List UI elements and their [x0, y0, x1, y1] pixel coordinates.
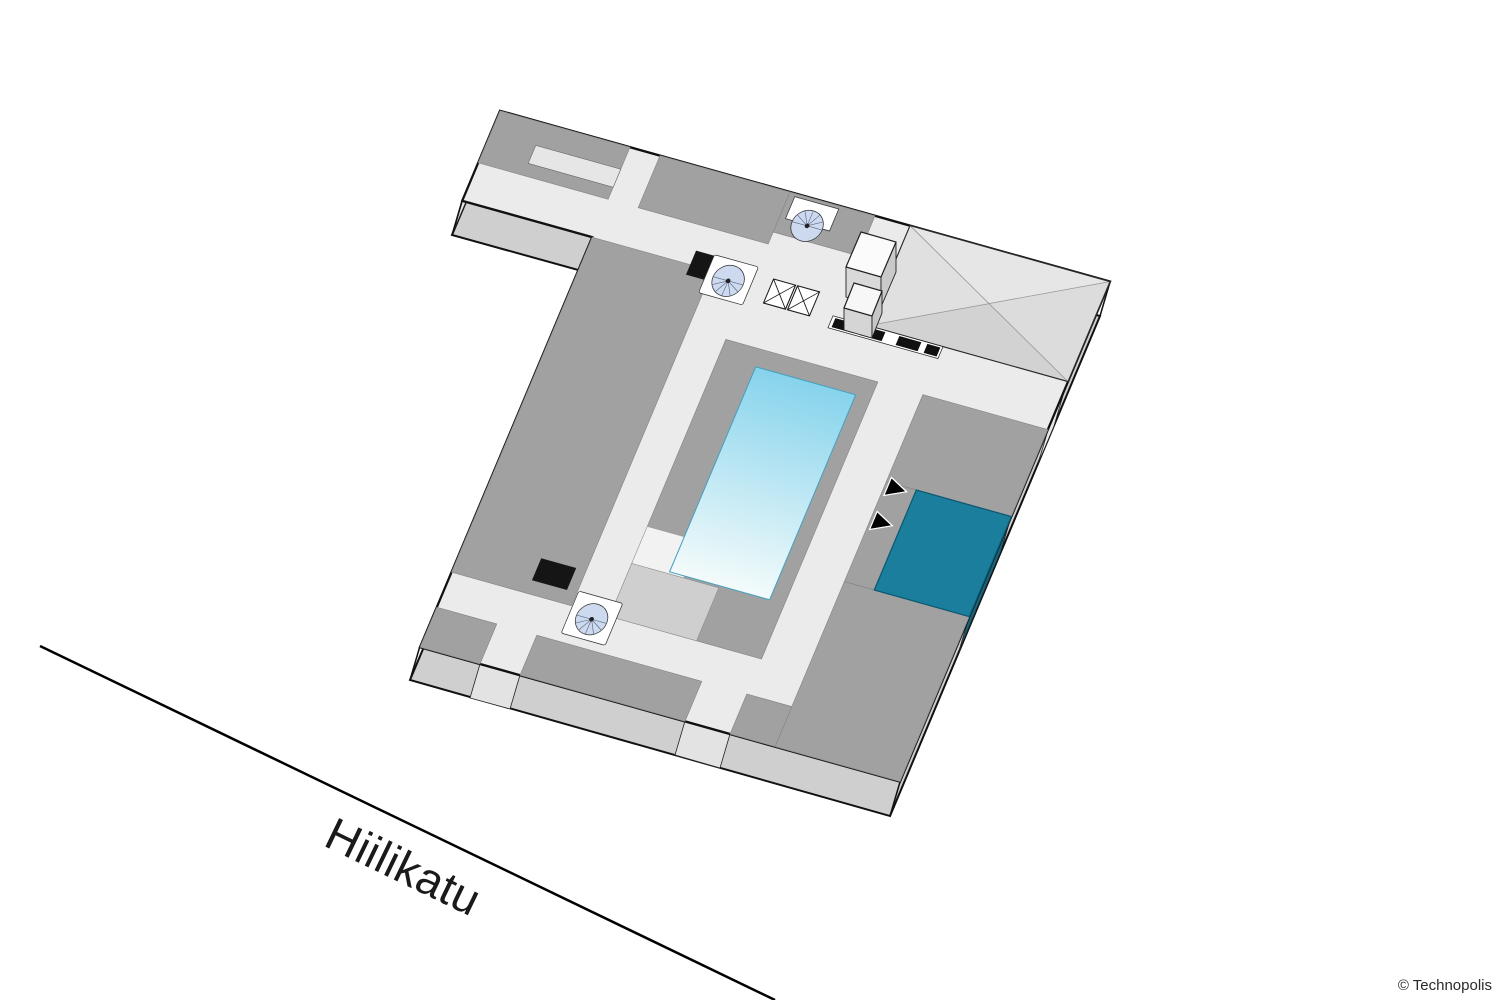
elevator-cross — [763, 278, 820, 317]
rooftop-structures — [843, 231, 897, 339]
room-block — [451, 236, 713, 607]
rooftop-box-top — [843, 282, 883, 317]
floor-plan — [418, 109, 1112, 784]
staircase-icon — [711, 264, 745, 297]
room-block — [729, 693, 793, 747]
partition-segment — [895, 336, 922, 352]
room-block — [519, 634, 703, 722]
stair-newel — [804, 223, 810, 229]
stair-shaft — [531, 558, 577, 591]
street-line — [39, 644, 776, 1000]
copyright-label: © Technopolis — [1398, 977, 1492, 994]
stair-treads — [791, 210, 824, 231]
slab-corner-edges — [409, 110, 1111, 817]
wing-light-well — [527, 145, 622, 188]
entrance-marker — [868, 510, 894, 531]
corner-roof — [867, 224, 1111, 383]
atrium-skylight — [668, 366, 857, 601]
stair-newel — [725, 278, 731, 284]
stair-newel — [589, 616, 594, 622]
staircase-icon — [790, 209, 824, 242]
elevator-icon — [762, 278, 821, 317]
central-annex — [609, 563, 720, 642]
staircase-icon — [574, 603, 609, 636]
stair-treads — [711, 276, 744, 297]
street-label: Hiilikatu — [318, 807, 490, 926]
highlighted-room[interactable] — [873, 489, 1013, 618]
room-block — [419, 606, 498, 665]
partition-segment — [923, 343, 941, 357]
entrance-marker — [882, 476, 909, 497]
stair-treads — [575, 614, 607, 635]
rooftop-box-top — [845, 231, 897, 278]
